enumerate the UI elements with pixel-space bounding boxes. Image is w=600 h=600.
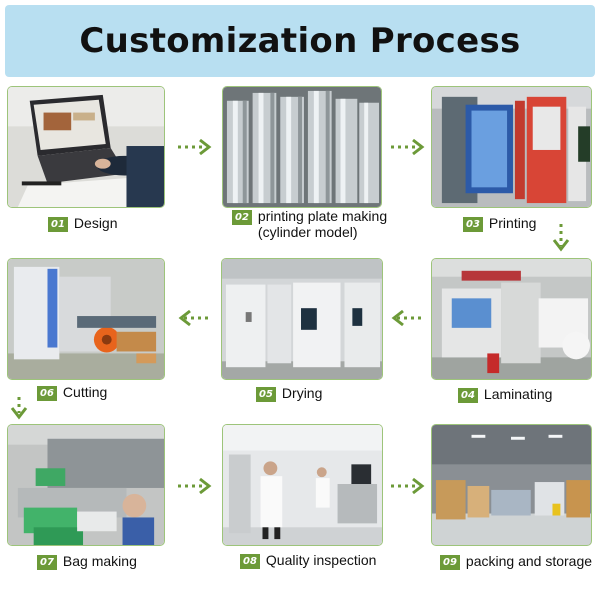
step-09-caption: 09 packing and storage (440, 553, 592, 570)
drying-photo (221, 258, 383, 380)
step-number-badge: 03 (463, 217, 483, 232)
step-label-line1: printing plate making (257, 208, 388, 224)
cylinder-photo (222, 86, 382, 208)
arrow-left-icon (391, 309, 425, 327)
cutting-photo (7, 258, 165, 380)
step-number-badge: 07 (37, 555, 57, 570)
step-number-badge: 01 (48, 217, 68, 232)
bag-making-photo (7, 424, 165, 546)
step-07-caption: 07 Bag making (37, 553, 137, 570)
arrow-left-icon (178, 309, 212, 327)
step-number-badge: 05 (256, 387, 276, 402)
arrow-right-icon (391, 138, 425, 156)
laminating-photo (431, 258, 592, 380)
step-label: packing and storage (465, 553, 593, 569)
step-label-line2: (cylinder model) (257, 224, 358, 240)
step-number-badge: 04 (458, 388, 478, 403)
step-label: Printing (488, 215, 537, 231)
step-label: printing plate making (cylinder model) (258, 208, 387, 240)
step-number-badge: 08 (240, 554, 260, 569)
arrow-down-icon (552, 224, 570, 252)
title-banner: Customization Process (5, 5, 595, 77)
step-08-caption: 08 Quality inspection (240, 552, 376, 569)
page-title: Customization Process (79, 21, 521, 61)
printing-photo (431, 86, 592, 208)
arrow-right-icon (391, 477, 425, 495)
step-label: Quality inspection (265, 552, 377, 568)
step-06-caption: 06 Cutting (37, 384, 107, 401)
quality-inspection-photo (222, 424, 383, 546)
step-02-caption: 02 printing plate making (cylinder model… (232, 208, 387, 240)
packing-storage-photo (431, 424, 592, 546)
arrow-right-icon (178, 138, 212, 156)
step-label: Design (73, 215, 118, 231)
step-label: Drying (281, 385, 323, 401)
step-number-badge: 09 (440, 555, 460, 570)
step-01-caption: 01 Design (48, 215, 118, 232)
step-03-caption: 03 Printing (463, 215, 536, 232)
step-number-badge: 02 (232, 210, 252, 225)
design-photo (7, 86, 165, 208)
step-number-badge: 06 (37, 386, 57, 401)
step-label: Bag making (62, 553, 137, 569)
arrow-down-icon (10, 397, 28, 420)
arrow-right-icon (178, 477, 212, 495)
step-05-caption: 05 Drying (256, 385, 322, 402)
step-label: Laminating (483, 386, 553, 402)
step-label: Cutting (62, 384, 108, 400)
step-04-caption: 04 Laminating (458, 386, 552, 403)
